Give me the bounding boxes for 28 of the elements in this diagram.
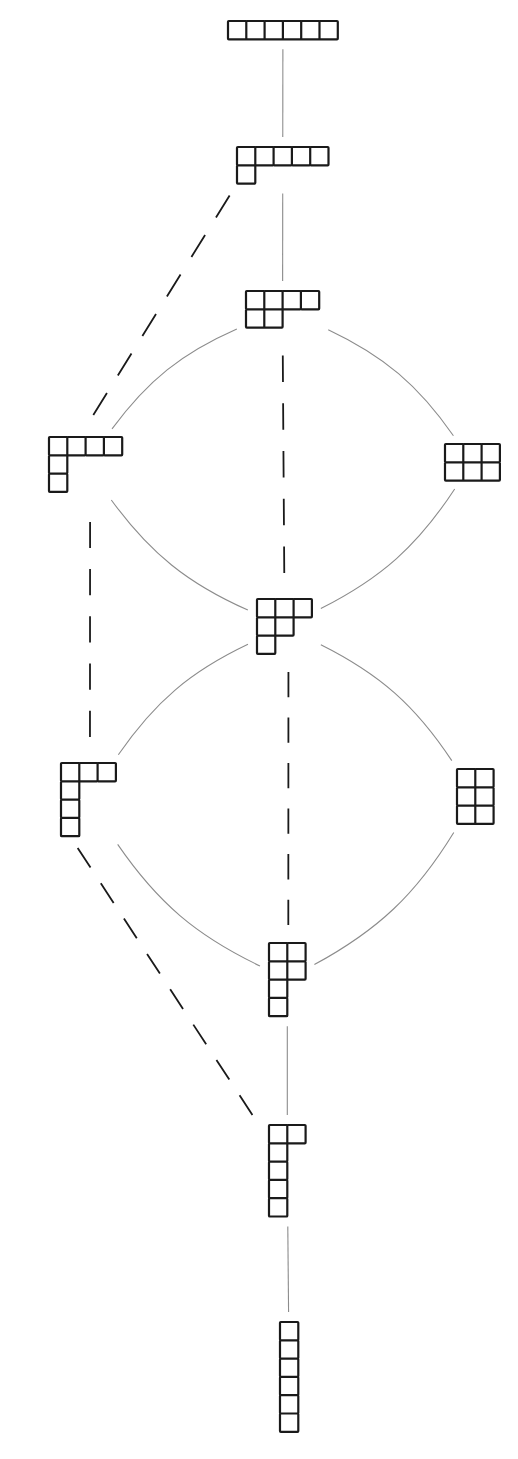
dashed-line: [287, 671, 290, 926]
curved-line: [313, 831, 455, 966]
young-diagram: [226, 19, 339, 41]
curved-line: [327, 329, 454, 437]
young-diagram: [267, 941, 307, 1018]
young-diagram: [455, 767, 495, 825]
young-diagram: [278, 1320, 300, 1433]
dashed-line: [76, 847, 254, 1116]
young-diagram: [59, 761, 117, 838]
young-diagram: [235, 145, 330, 185]
young-diagram: [267, 1123, 307, 1218]
curved-line: [320, 644, 453, 762]
line: [282, 48, 284, 138]
dashed-line: [92, 194, 231, 416]
curved-line: [111, 328, 238, 430]
line: [287, 1225, 290, 1313]
dashed-line: [89, 521, 91, 738]
curved-line: [117, 843, 261, 967]
curved-line: [320, 488, 456, 610]
young-diagram: [47, 435, 124, 493]
curved-line: [117, 643, 249, 756]
line: [286, 1025, 288, 1116]
young-diagram: [244, 289, 321, 329]
line: [282, 193, 284, 282]
young-diagram: [443, 442, 501, 482]
young-diagram: [255, 597, 313, 655]
dashed-line: [281, 354, 286, 574]
curved-line: [110, 499, 249, 611]
